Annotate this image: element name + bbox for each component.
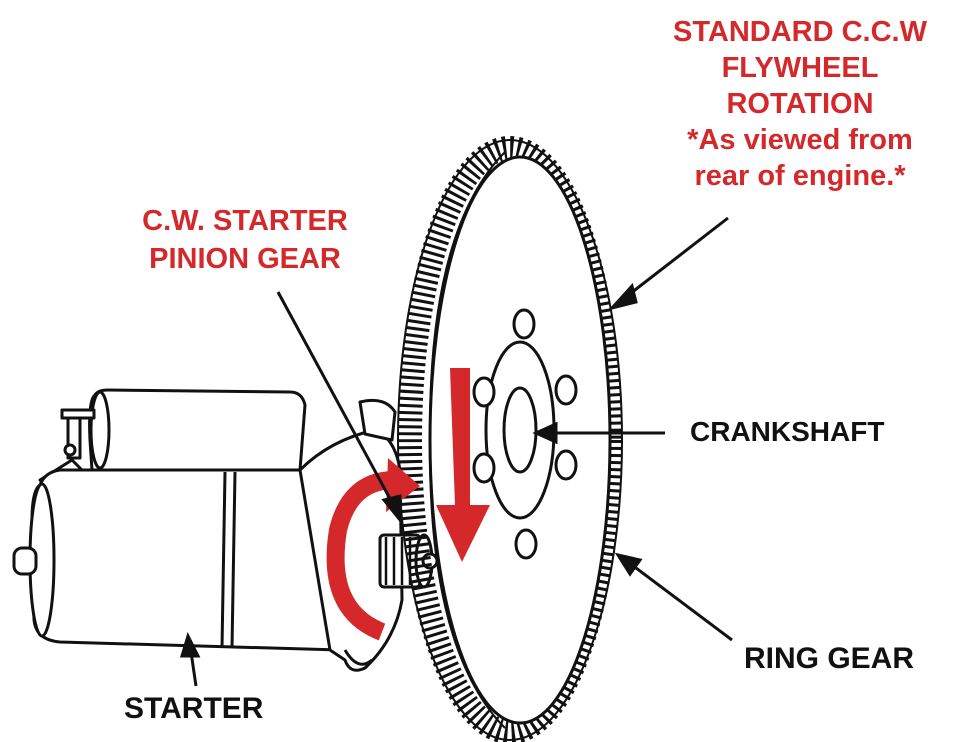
flywheel-rotation-line1: STANDARD C.C.W [673,16,927,48]
crankshaft-label: CRANKSHAFT [690,416,885,447]
starter-label: STARTER [124,692,264,725]
ring-gear-label: RING GEAR [744,642,915,675]
pinion-gear-line1: C.W. STARTER [142,205,348,237]
flywheel-rotation-line3: ROTATION [726,88,874,120]
down-arrow-icon [436,368,490,562]
flywheel-rotation-line4: *As viewed from [687,124,913,156]
pinion-gear-label: C.W. STARTER PINION GEAR [100,202,390,278]
flywheel-rotation-line2: FLYWHEEL [721,52,879,84]
flywheel-rotation-label: STANDARD C.C.W FLYWHEEL ROTATION *As vie… [640,14,960,194]
flywheel-rotation-line5: rear of engine.* [694,160,906,192]
flywheel-icon [397,136,623,742]
leader-lines [179,216,733,687]
pinion-gear-line2: PINION GEAR [149,243,341,275]
